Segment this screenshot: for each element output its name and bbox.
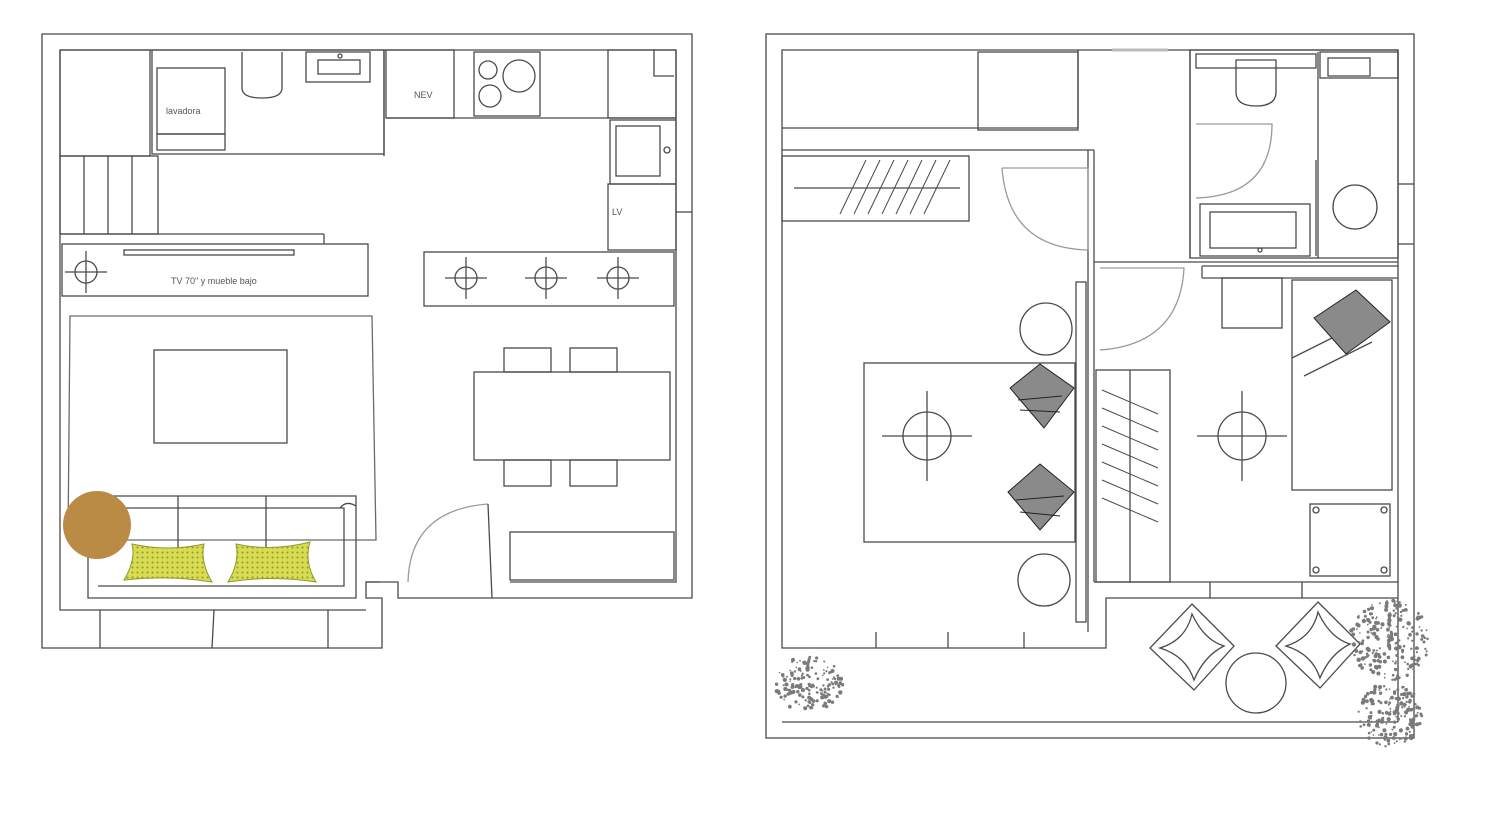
double-bed	[863, 362, 1076, 543]
toilet-icon	[1235, 59, 1277, 107]
single-bed	[1291, 279, 1393, 491]
nightstand	[1017, 553, 1071, 607]
dining-chair	[503, 459, 552, 487]
label-lavavajillas: LV	[612, 207, 622, 217]
upper-bathroom	[1189, 49, 1399, 259]
dining-table	[473, 371, 671, 461]
bath-sink	[1332, 184, 1378, 230]
dining-chair	[569, 347, 618, 373]
ceiling-light-icon	[445, 257, 487, 299]
dining-chair	[569, 459, 618, 487]
side-table	[1309, 503, 1391, 577]
upper-floor-inner-wall	[781, 49, 1399, 649]
ceiling-light-icon	[525, 257, 567, 299]
label-lavadora: lavadora	[166, 106, 201, 116]
fridge	[385, 49, 455, 119]
terrace-table	[1225, 652, 1287, 714]
door-swing-icon	[1099, 267, 1185, 351]
door-swing-icon	[1195, 123, 1273, 199]
cushion-right	[227, 541, 317, 583]
wardrobe	[1095, 369, 1171, 583]
upper-floor-plan	[765, 33, 1415, 739]
coffee-table	[153, 349, 288, 444]
wardrobe-hangers	[1101, 389, 1159, 523]
bathtub	[1199, 203, 1311, 257]
oven	[609, 119, 677, 185]
sink-icon	[305, 51, 371, 83]
terrace-chair	[1149, 603, 1235, 691]
ground-floor-decor: lavadora NEV LV TV 70" y mueble bajo	[63, 90, 639, 583]
plant-icon	[1349, 598, 1429, 681]
wardrobe	[781, 155, 970, 222]
tv	[123, 249, 295, 256]
dishwasher	[607, 183, 677, 251]
ceiling-light-icon	[882, 391, 972, 481]
tv-unit	[61, 243, 369, 297]
door-swing-icon	[407, 503, 489, 583]
plant-icon	[774, 655, 845, 711]
sofa	[87, 495, 357, 599]
door-swing-icon	[1001, 167, 1089, 251]
ceiling-light-icon	[597, 257, 639, 299]
bathroom-block	[151, 49, 385, 155]
wardrobe-hangers	[839, 159, 951, 215]
toilet-icon	[241, 52, 283, 99]
washing-machine	[156, 67, 226, 135]
upper-stairs	[782, 50, 1079, 131]
cushion-left	[123, 543, 213, 583]
washing-machine-base	[156, 133, 226, 151]
ottoman	[63, 491, 131, 559]
kitchen-island	[423, 251, 675, 307]
dining-chair	[503, 347, 552, 373]
upper-floor-decor	[774, 289, 1429, 748]
laundry-area	[59, 49, 151, 157]
rug	[67, 315, 377, 541]
cooktop-icon	[473, 51, 541, 117]
ground-floor-plan	[41, 33, 693, 649]
terrace-chair	[1275, 601, 1361, 689]
ceiling-light-icon	[1197, 391, 1287, 481]
label-tv: TV 70" y mueble bajo	[171, 276, 257, 286]
label-nevera: NEV	[414, 90, 433, 100]
stairs	[59, 155, 159, 235]
ceiling-light-icon	[65, 251, 107, 293]
upper-floor-outer-wall	[765, 33, 1415, 739]
sideboard	[509, 531, 675, 581]
plant-icon	[1357, 684, 1424, 748]
pillow-icon	[1007, 289, 1391, 531]
nightstand	[1019, 302, 1073, 356]
desk-chair	[1221, 277, 1283, 329]
